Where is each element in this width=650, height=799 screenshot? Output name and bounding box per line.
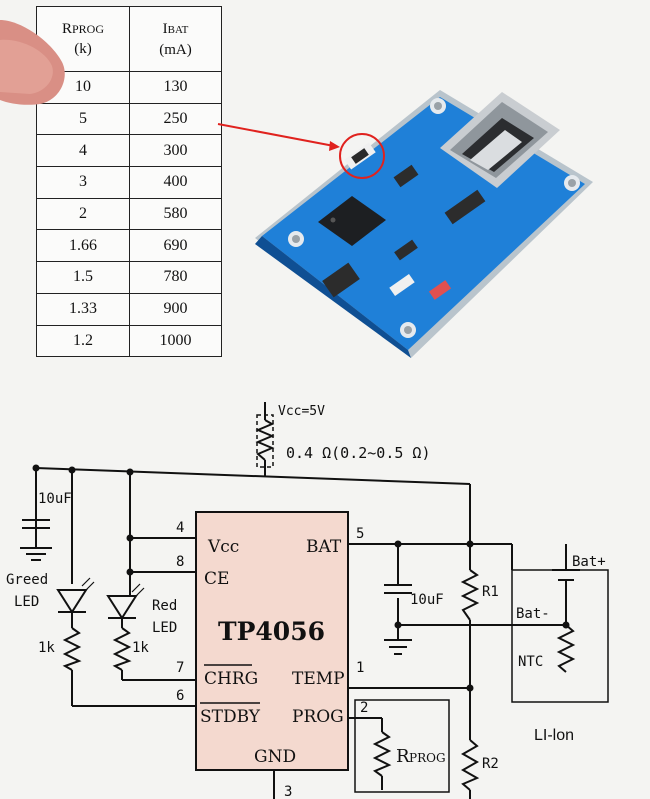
vcc-label: Vcc=5V: [278, 404, 325, 419]
schematic-wires: [20, 402, 580, 799]
green-led-label-2: LED: [14, 594, 39, 610]
pin-vcc: Vcc: [207, 537, 239, 557]
pin-bat: BAT: [306, 537, 342, 557]
finger-image: [0, 20, 65, 105]
component: [322, 262, 360, 298]
pin-num-3: 3: [284, 784, 292, 799]
cell-r: 1.33: [36, 292, 130, 326]
pin-temp: TEMP: [292, 669, 345, 689]
header-ibat: IBAT (mA): [129, 6, 222, 72]
cell-r: 3: [36, 166, 130, 199]
header-ibat-sub: BAT: [167, 23, 189, 36]
cap2-label: 10uF: [410, 592, 444, 608]
pointer-arrow: [217, 123, 335, 147]
ntc-thermistor: [556, 624, 576, 673]
rprog-main: R: [396, 746, 410, 767]
green-led-label-1: Greed: [6, 572, 48, 588]
ic-name: TP4056: [218, 617, 325, 646]
cell-r: 5: [36, 102, 130, 136]
pin-prog: PROG: [292, 707, 344, 727]
resistor-note: 0.4 Ω(0.2~0.5 Ω): [286, 444, 431, 462]
battery-box: [511, 569, 609, 703]
resistor-vcc: [255, 419, 275, 461]
pin-stdby: STDBY: [200, 707, 261, 727]
liion-label: LI-lon: [534, 727, 574, 744]
resistor-rprog: [372, 731, 392, 777]
component: [394, 239, 418, 261]
ntc-label: NTC: [518, 654, 543, 670]
header-ibat-main: I: [162, 20, 168, 37]
pin-num-2: 2: [360, 700, 368, 716]
cell-r: 1.2: [36, 324, 130, 358]
cell-i: 690: [129, 229, 222, 263]
pin-gnd: GND: [254, 747, 296, 767]
ic-tp4056: [195, 511, 349, 771]
cell-i: 1000: [129, 324, 222, 358]
red-led-label-1: Red: [152, 598, 177, 614]
cell-i: 130: [129, 71, 222, 104]
pin-num-5: 5: [356, 526, 364, 542]
cell-i: 300: [129, 134, 222, 168]
ic-chip: [318, 196, 386, 246]
cell-i: 400: [129, 166, 222, 199]
rprog-box: [354, 699, 450, 793]
resistor-vcc-box: [256, 414, 274, 468]
pin-num-7: 7: [176, 660, 184, 676]
usb-connector: [440, 92, 560, 188]
r-left-2: 1k: [132, 640, 149, 656]
cell-i: 250: [129, 102, 222, 136]
highlight-circle: [339, 133, 385, 179]
pin-ce: CE: [204, 569, 229, 589]
green-led: [56, 577, 95, 614]
led-red: [428, 280, 452, 300]
rprog-sub: PROG: [409, 751, 446, 765]
cell-i: 580: [129, 197, 222, 231]
r2-label: R2: [482, 756, 499, 772]
pin-num-6: 6: [176, 688, 184, 704]
pin-chrg: CHRG: [204, 669, 258, 689]
component: [393, 164, 419, 188]
pin-num-4: 4: [176, 520, 184, 536]
tp4056-board: [217, 90, 593, 358]
red-led-label-2: LED: [152, 620, 177, 636]
red-led: [106, 583, 145, 620]
header-ibat-unit: (mA): [159, 41, 192, 58]
pin-num-8: 8: [176, 554, 184, 570]
r-left-1: 1k: [38, 640, 55, 656]
bat-plus-label: Bat+: [572, 554, 606, 570]
resistor-r2: [460, 739, 480, 791]
component: [444, 189, 486, 225]
header-rprog-unit: (k): [74, 41, 92, 57]
cap1-label: 10uF: [38, 491, 72, 507]
cell-r: 4: [36, 134, 130, 168]
header-rprog-sub: PROG: [72, 22, 105, 36]
resistor-1k-right: [112, 627, 132, 671]
resistor-r1: [460, 569, 480, 621]
cell-i: 780: [129, 261, 222, 294]
bat-minus-label: Bat-: [516, 606, 550, 622]
component: [389, 274, 415, 296]
header-rprog-main: R: [61, 21, 72, 37]
r1-label: R1: [482, 584, 499, 600]
junctions: [32, 464, 570, 692]
resistor-1k-left: [62, 627, 82, 671]
pin-num-1: 1: [356, 660, 364, 676]
